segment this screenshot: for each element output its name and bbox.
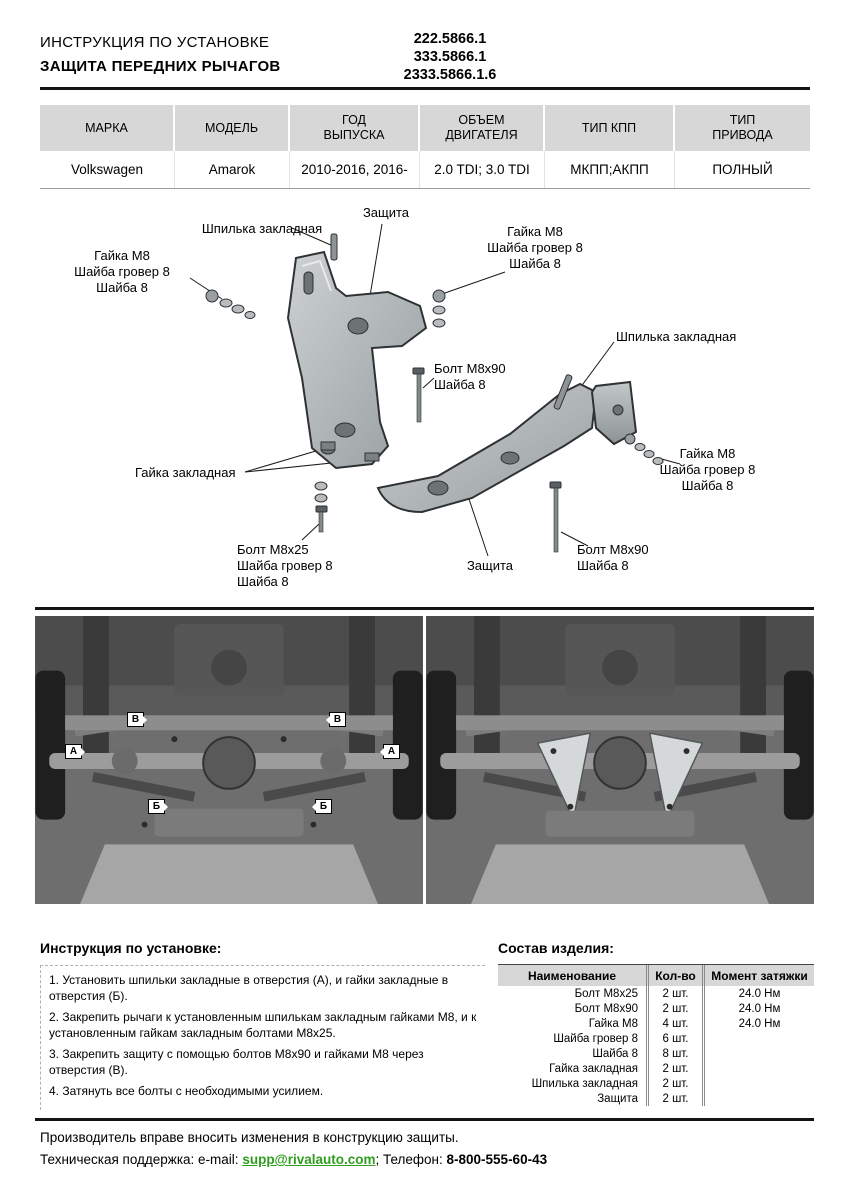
label-embedded-stud-top: Шпилька закладная (201, 221, 323, 236)
parts-row-8: Защита 2 шт. (498, 1091, 814, 1106)
spec-table-header: МАРКА МОДЕЛЬ ГОД ВЫПУСКА ОБЪЕМ ДВИГАТЕЛЯ… (40, 105, 810, 151)
parts-list-section: Состав изделия: Наименование Кол-во Моме… (498, 940, 814, 1106)
spec-gearbox: МКПП;АКПП (545, 151, 675, 188)
spec-year: 2010-2016, 2016- (290, 151, 420, 188)
label-nut-washer-left: Гайка М8 Шайба гровер 8 Шайба 8 (74, 248, 170, 295)
parts-row-4: Шайба гровер 8 6 шт. (498, 1031, 814, 1046)
photos-divider (35, 607, 814, 610)
spec-table-row: Volkswagen Amarok 2010-2016, 2016- 2.0 T… (40, 151, 810, 189)
parts-col-name: Наименование (498, 965, 646, 986)
exploded-diagram: Шпилька закладная Защита Гайка М8 Шайба … (40, 196, 810, 604)
marker-b-left: Б (148, 799, 168, 814)
header-divider (40, 87, 810, 90)
parts-row-5: Шайба 8 8 шт. (498, 1046, 814, 1061)
instruction-step-3: 3. Закрепить защиту с помощью болтов М8х… (49, 1047, 424, 1077)
part-number-1: 222.5866.1 (413, 31, 487, 47)
parts-row-3: Гайка М8 4 шт. 24.0 Нм (498, 1016, 814, 1031)
marker-a-left: А (65, 744, 85, 759)
part-numbers: 222.5866.1 333.5866.1 2333.5866.1.6 (330, 30, 570, 84)
label-nut-washer-right: Гайка М8 Шайба гровер 8 Шайба 8 (659, 446, 756, 493)
parts-table-header: Наименование Кол-во Момент затяжки (498, 965, 814, 986)
label-bolt-m8x90-mid: Болт М8х90 Шайба 8 (434, 361, 506, 392)
spec-col-drive: ТИП ПРИВОДА (675, 105, 810, 151)
label-guard-bottom: Защита (466, 558, 514, 573)
parts-row-6: Гайка закладная 2 шт. (498, 1061, 814, 1076)
instructions-title: Инструкция по установке: (40, 940, 222, 956)
part-number-2: 333.5866.1 (413, 49, 487, 65)
part-number-3: 2333.5866.1.6 (403, 67, 497, 83)
footer-support-line: Техническая поддержка: e-mail: supp@riva… (40, 1152, 547, 1167)
support-email-link[interactable]: supp@rivalauto.com (242, 1152, 376, 1167)
install-instructions-section: Инструкция по установке: 1. Установить ш… (40, 940, 485, 1110)
label-bolt-m8x25: Болт М8х25 Шайба гровер 8 Шайба 8 (237, 542, 333, 589)
marker-v-right: В (326, 712, 346, 727)
marker-b-right: Б (312, 799, 332, 814)
support-phone: 8-800-555-60-43 (446, 1152, 548, 1167)
photo-after-install (426, 616, 814, 904)
marker-a-right: А (380, 744, 400, 759)
footer-divider (35, 1118, 814, 1121)
footer-disclaimer: Производитель вправе вносить изменения в… (40, 1130, 459, 1145)
spec-table: МАРКА МОДЕЛЬ ГОД ВЫПУСКА ОБЪЕМ ДВИГАТЕЛЯ… (40, 105, 810, 189)
parts-row-1: Болт М8х25 2 шт. 24.0 Нм (498, 986, 814, 1001)
instruction-step-4: 4. Затянуть все болты с необходимыми уси… (49, 1084, 324, 1098)
spec-col-brand: МАРКА (40, 105, 175, 151)
label-bolt-m8x90-bottom: Болт М8х90 Шайба 8 (577, 542, 649, 573)
spec-col-year: ГОД ВЫПУСКА (290, 105, 420, 151)
undercarriage-photo-left (35, 616, 423, 904)
label-embedded-stud-right: Шпилька закладная (616, 329, 737, 344)
spec-engine: 2.0 TDI; 3.0 TDI (420, 151, 545, 188)
spec-drive: ПОЛНЫЙ (712, 162, 773, 177)
support-label: Техническая поддержка: e-mail: (40, 1152, 243, 1167)
parts-row-2: Болт М8х90 2 шт. 24.0 Нм (498, 1001, 814, 1016)
instruction-step-1: 1. Установить шпильки закладные в отверс… (49, 973, 449, 1003)
spec-col-engine: ОБЪЕМ ДВИГАТЕЛЯ (420, 105, 545, 151)
parts-col-torque: Момент затяжки (702, 965, 814, 986)
exploded-view-drawing (189, 223, 681, 557)
instruction-step-2: 2. Закрепить рычаги к установленным шпил… (49, 1010, 477, 1040)
parts-row-7: Шпилька закладная 2 шт. (498, 1076, 814, 1091)
spec-col-model: МОДЕЛЬ (175, 105, 290, 151)
parts-table: Наименование Кол-во Момент затяжки Болт … (498, 964, 814, 1106)
photo-before-install: В В А А Б Б (35, 616, 423, 904)
label-guard-top: Защита (362, 205, 410, 220)
parts-title: Состав изделия: (498, 940, 614, 956)
support-separator: ; Телефон: (375, 1152, 447, 1167)
marker-v-left: В (127, 712, 147, 727)
spec-col-gearbox: ТИП КПП (545, 105, 675, 151)
parts-col-qty: Кол-во (646, 965, 702, 986)
undercarriage-photo-right (426, 616, 814, 904)
doc-title-line2: ЗАЩИТА ПЕРЕДНИХ РЫЧАГОВ (40, 58, 281, 75)
spec-brand: Volkswagen (40, 151, 175, 188)
instructions-steps: 1. Установить шпильки закладные в отверс… (40, 965, 485, 1110)
spec-model: Amarok (175, 151, 290, 188)
doc-title-block: ИНСТРУКЦИЯ ПО УСТАНОВКЕ ЗАЩИТА ПЕРЕДНИХ … (40, 34, 281, 75)
doc-title-line1: ИНСТРУКЦИЯ ПО УСТАНОВКЕ (40, 34, 270, 51)
label-nut-washer-top-right: Гайка М8 Шайба гровер 8 Шайба 8 (487, 224, 583, 271)
label-embedded-nut: Гайка закладная (135, 465, 236, 480)
